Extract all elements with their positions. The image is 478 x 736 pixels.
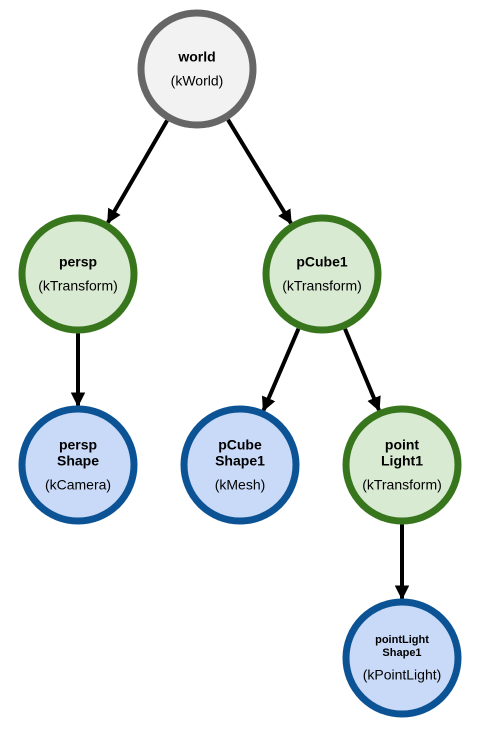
node-name-line: Shape1 [215,453,265,469]
edges-layer [70,118,410,600]
node-type-label: (kTransform) [38,278,118,294]
node-name-line: persp [59,254,97,270]
node-circle [342,405,462,525]
node-type-label: (kWorld) [171,73,224,89]
node-circle [262,214,382,334]
node-persp[interactable]: persp (kTransform) [18,214,138,334]
node-type-label: (kPointLight) [363,667,442,683]
nodes-layer: world (kWorld) persp (kTransform) pCube1 (kTr… [18,9,462,718]
node-world[interactable]: world (kWorld) [137,9,257,129]
node-name-line: persp [59,437,97,453]
edge-world-to-pcube1 [226,118,293,225]
node-pcube1[interactable]: pCube1 (kTransform) [262,214,382,334]
node-type-label: (kMesh) [215,477,266,493]
node-name-line: pointLight [375,634,429,646]
node-name-line: pCube1 [296,254,348,270]
edge-world-to-persp [106,119,169,224]
node-circle [18,405,138,525]
node-name-line: world [177,49,215,65]
node-type-label: (kTransform) [282,278,362,294]
node-name-line: Shape1 [382,647,421,659]
node-circle [137,9,257,129]
node-circle [18,214,138,334]
node-circle [342,598,462,718]
edge-pcube1-to-pcubeshape1 [261,327,301,412]
node-type-label: (kCamera) [45,477,111,493]
node-circle [180,405,300,525]
node-name-line: Light1 [381,453,423,469]
node-name-line: Shape [57,453,99,469]
node-name-line: pCube [218,437,262,453]
node-name-line: point [385,437,420,453]
node-type-label: (kTransform) [362,477,442,493]
edge-pcube1-to-pointlight1 [343,328,381,412]
